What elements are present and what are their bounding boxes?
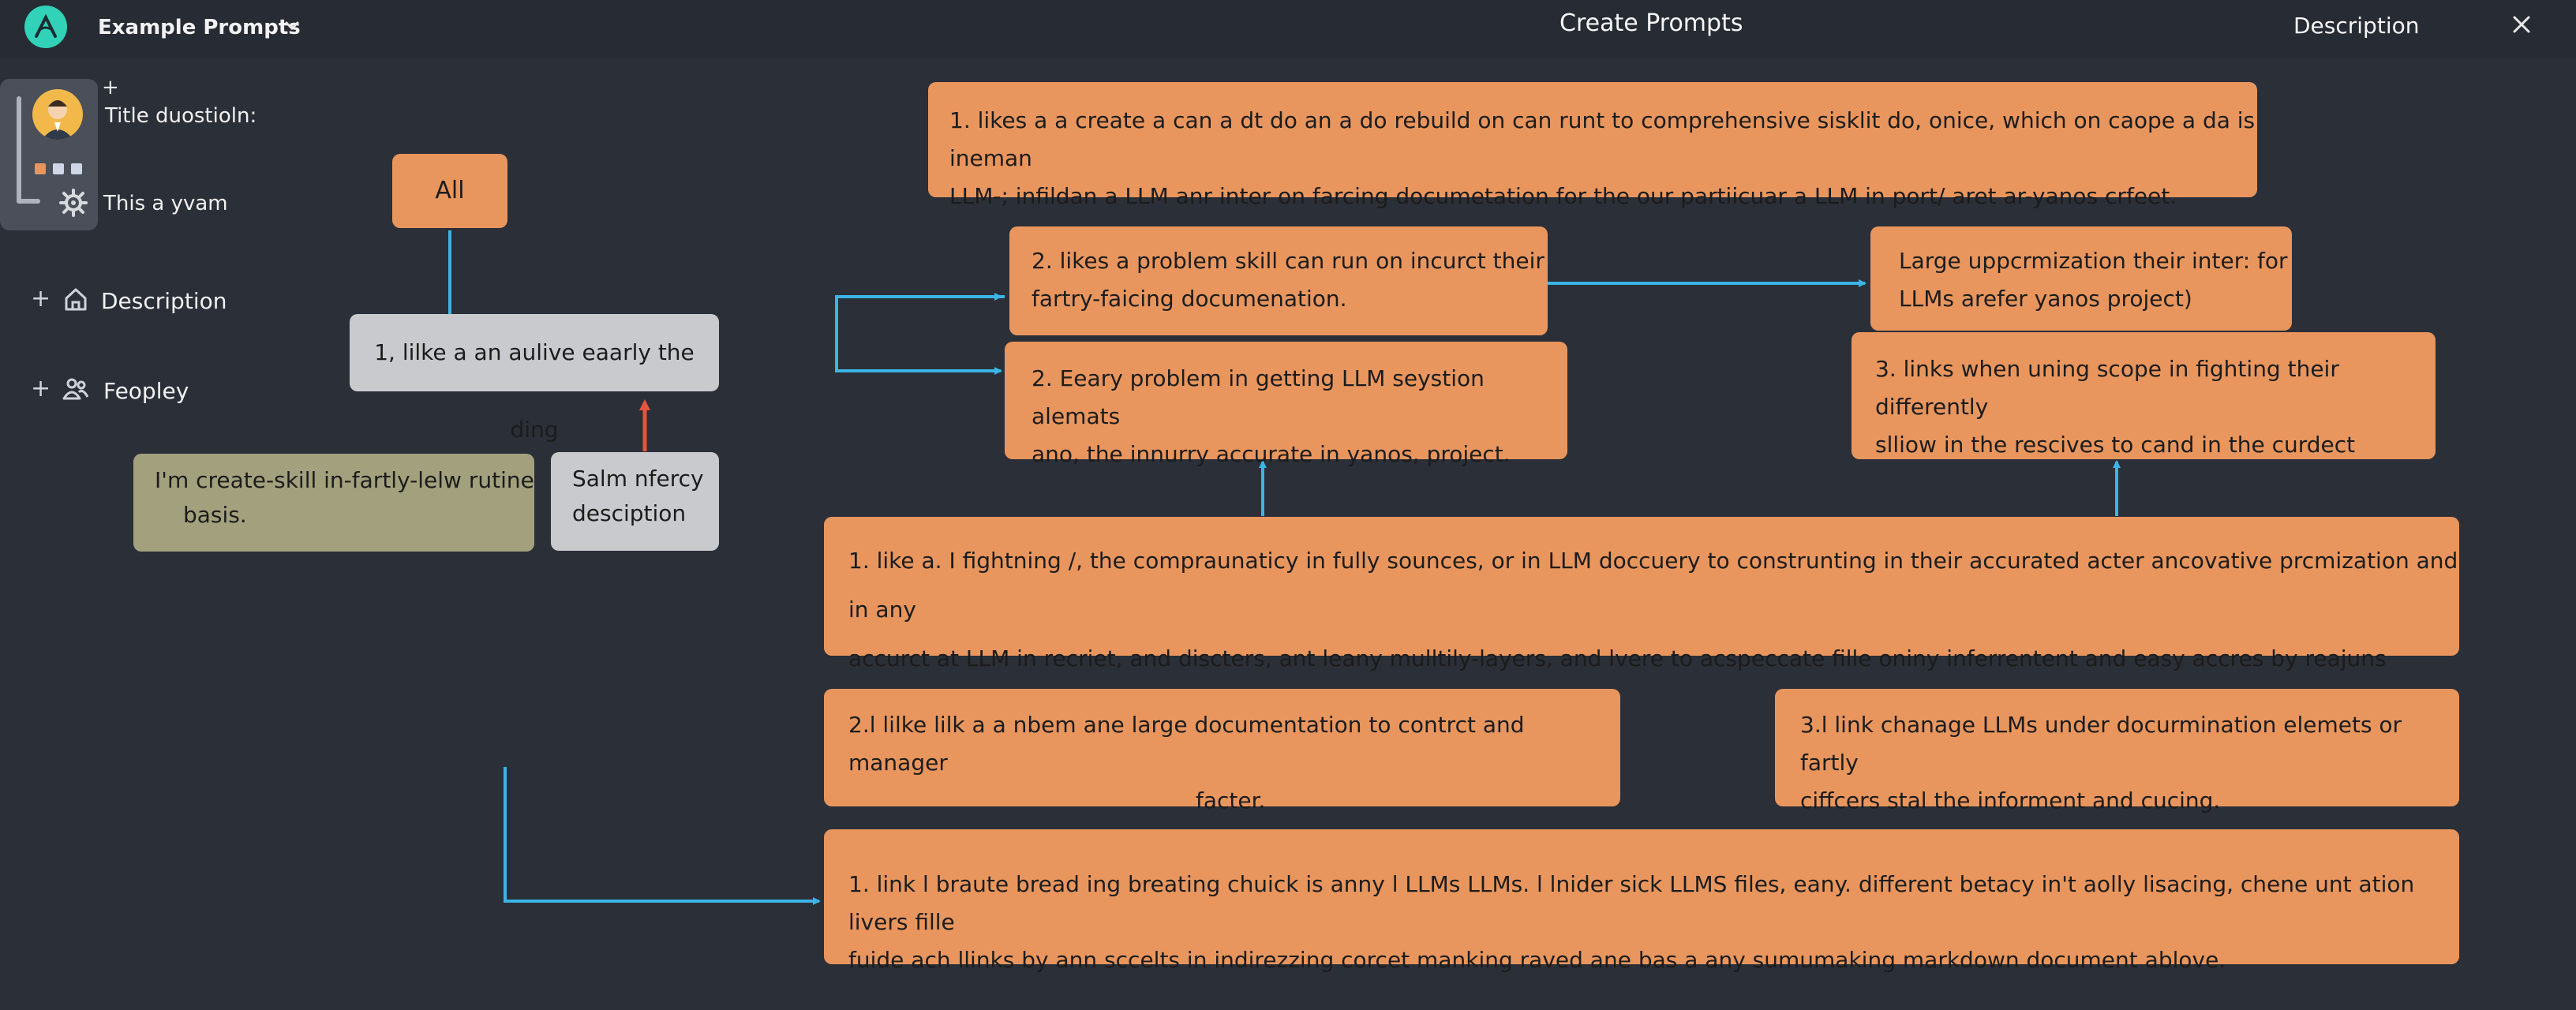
- prompt-node-line: I'm create-skill in-fartly-lelw rutine: [155, 467, 534, 493]
- prompt-card-lilk[interactable]: 2.l lilke lilk a a nbem ane large docume…: [824, 689, 1620, 814]
- prompt-card-links[interactable]: 3. links when uning scope in fighting th…: [1852, 332, 2436, 459]
- prompt-card-eary[interactable]: 2. Eeary problem in getting LLM seystion…: [1005, 342, 1567, 467]
- people-icon: [62, 378, 89, 400]
- prompt-node-salm[interactable]: Salm nfercy desciption: [551, 452, 719, 551]
- prompt-card-line: 3.l link chanage LLMs under docurminatio…: [1800, 712, 2402, 776]
- color-swatch-light: [53, 163, 64, 174]
- chevron-down-icon[interactable]: [281, 15, 303, 37]
- home-icon: [65, 288, 87, 311]
- page-title: Create Prompts: [1559, 9, 1743, 37]
- add-symbol[interactable]: +: [102, 76, 119, 99]
- close-icon[interactable]: [2510, 13, 2533, 36]
- all-filter-button[interactable]: All: [392, 154, 507, 228]
- prompt-card-top[interactable]: 1. likes a a create a can a dt do an a d…: [928, 82, 2257, 209]
- sidebar-item-people[interactable]: Feopley: [103, 378, 189, 404]
- prompt-card-line: facter.: [1196, 787, 1266, 814]
- prompt-card-line: LLM-; infildan a LLM anr inter on farcin…: [949, 183, 2177, 209]
- avatar[interactable]: [32, 89, 83, 140]
- color-swatch-light: [71, 163, 82, 174]
- prompt-card-bottom[interactable]: 1. link l braute bread ing breating chui…: [824, 829, 2459, 973]
- prompt-card-large[interactable]: Large uppcrmization their inter: for LLM…: [1870, 226, 2292, 331]
- expand-plus-icon[interactable]: +: [31, 375, 51, 402]
- prompt-card-line: ciffcers stal the informent and cucing.: [1800, 787, 2221, 814]
- description-tab[interactable]: Description: [2293, 13, 2420, 39]
- prompt-node-create[interactable]: I'm create-skill in-fartly-lelw rutine b…: [133, 454, 534, 552]
- prompt-card-change[interactable]: 3.l link chanage LLMs under docurminatio…: [1775, 689, 2459, 814]
- prompt-card-line: LLMs arefer yanos project): [1899, 286, 2192, 312]
- prompt-card-line: fuide ach llinks by ann sccelts in indir…: [848, 947, 2226, 973]
- color-swatch-orange: [35, 163, 46, 174]
- tree-connector-horizontal: [17, 199, 40, 204]
- prompt-node-text: 1, lilke a an aulive eaarly the ding: [374, 339, 695, 443]
- prompt-card-problem[interactable]: 2. likes a problem skill can run on incu…: [1009, 226, 1548, 335]
- prompt-card-line: 1. likes a a create a can a dt do an a d…: [949, 107, 2256, 171]
- tree-connector: [17, 96, 21, 204]
- all-label: All: [435, 177, 465, 204]
- prompt-node-line: basis.: [183, 502, 247, 528]
- prompt-node-line: Salm nfercy: [572, 466, 704, 492]
- prompt-card-line: Large uppcrmization their inter: for: [1899, 248, 2288, 274]
- prompt-card-line: 3. links when uning scope in fighting th…: [1875, 356, 2339, 420]
- prompt-node-main[interactable]: 1, lilke a an aulive eaarly the ding: [350, 314, 719, 443]
- expand-plus-icon[interactable]: +: [31, 285, 51, 312]
- prompt-card-line: slliow in the rescives to cand in the cu…: [1875, 432, 2356, 458]
- prompt-card-line: 2.l lilke lilk a a nbem ane large docume…: [848, 712, 1525, 776]
- sidebar-item-description[interactable]: Description: [101, 288, 227, 314]
- prompt-card-line: fartry-faicing documenation.: [1032, 286, 1347, 312]
- prompt-card-line: 2. Eeary problem in getting LLM seystion…: [1032, 365, 1485, 429]
- prompt-card-line: 1. like a. I fightning /, the compraunat…: [848, 548, 2458, 623]
- prompt-card-line: 2. likes a problem skill can run on incu…: [1032, 248, 1544, 274]
- title-question-label: Title duostioln:: [105, 104, 257, 128]
- prompt-card-line: 1. link l braute bread ing breating chui…: [848, 871, 2415, 935]
- prompt-card-line: ano, the innurry accurate in yanos, proj…: [1032, 441, 1511, 467]
- prompt-card-wide[interactable]: 1. like a. I fightning /, the compraunat…: [824, 517, 2459, 720]
- prompt-node-line: desciption: [572, 500, 687, 526]
- gear-icon[interactable]: [59, 189, 88, 217]
- logo-icon[interactable]: [24, 6, 67, 48]
- app-title[interactable]: Example Prompts: [98, 16, 301, 39]
- profile-subtitle: This a yvam: [103, 192, 228, 215]
- top-bar: [0, 0, 2576, 58]
